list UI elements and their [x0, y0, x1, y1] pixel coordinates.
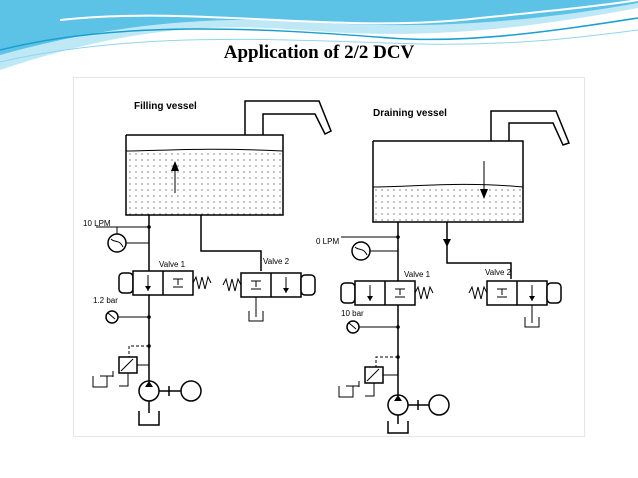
left-valve-1: Valve 1: [118, 260, 212, 296]
left-flow-label: 10 LPM: [83, 219, 111, 228]
fluid-down-arrow-icon: [480, 189, 488, 199]
right-flow-meter: 0 LPM: [316, 236, 398, 261]
right-valve-1: Valve 1: [340, 270, 434, 306]
slide-title: Application of 2/2 DCV: [223, 42, 415, 63]
left-pressure-gauge: 1.2 bar: [93, 296, 149, 324]
right-valve-2-label: Valve 2: [485, 268, 512, 277]
left-circuit: Filling vessel 10 LPM: [83, 100, 332, 426]
right-pressure-label: 10 bar: [341, 309, 364, 318]
right-tank: [372, 110, 570, 223]
flow-down-arrow-icon: [443, 239, 451, 247]
left-valve-2: Valve 2: [222, 257, 316, 322]
right-circuit-title: Draining vessel: [373, 108, 447, 119]
left-flow-meter: 10 LPM: [83, 219, 149, 253]
right-valve-2: Valve 2: [468, 268, 562, 328]
right-pressure-gauge: 10 bar: [341, 309, 398, 334]
fluid-up-arrow-icon: [171, 161, 179, 171]
header-wave-decoration: [0, 0, 638, 70]
right-valve-1-label: Valve 1: [404, 270, 431, 279]
left-circuit-title: Filling vessel: [134, 101, 197, 112]
left-valve-2-label: Valve 2: [263, 257, 290, 266]
left-pump-motor: [138, 380, 202, 426]
left-relief-valve: [92, 345, 149, 388]
left-tank: [125, 100, 332, 216]
right-circuit: Draining vessel 0 LPM: [316, 108, 570, 434]
hydraulic-diagram: Filling vessel 10 LPM: [73, 77, 585, 437]
right-relief-valve: [338, 356, 398, 398]
left-pressure-label: 1.2 bar: [93, 296, 118, 305]
right-pump-motor: [387, 394, 450, 434]
left-valve-1-label: Valve 1: [159, 260, 186, 269]
right-flow-label: 0 LPM: [316, 237, 339, 246]
